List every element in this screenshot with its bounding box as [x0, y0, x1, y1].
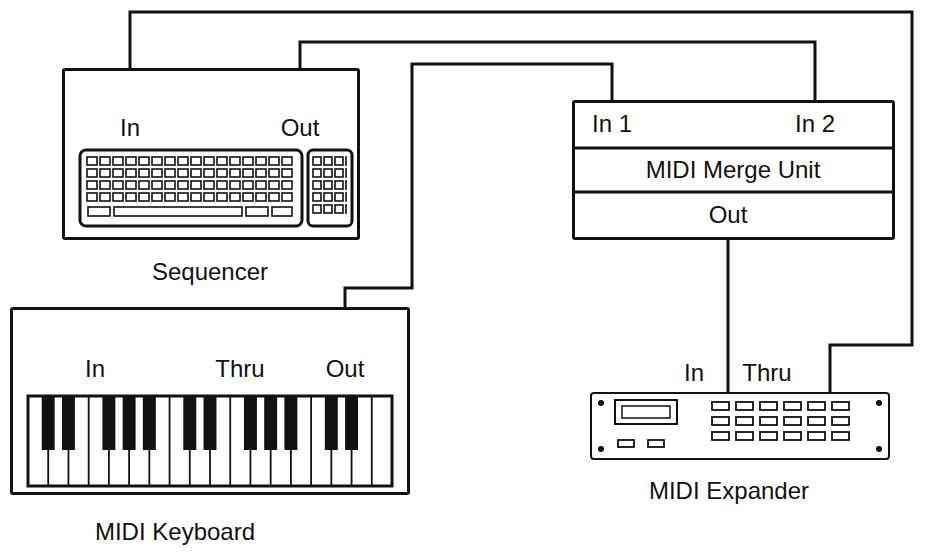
computer-keyboard [80, 150, 352, 226]
port-label: Out [326, 355, 365, 383]
sequencer-box: InOutSequencer [62, 68, 360, 240]
port-label: In [684, 359, 704, 387]
port-label: Thru [742, 359, 791, 387]
midi-cable [727, 240, 730, 392]
port-label: Out [281, 114, 320, 142]
keyboard-box: InThruOutMIDI Keyboard [10, 307, 410, 495]
band-divider [572, 147, 895, 150]
midi-cable [300, 42, 815, 100]
device-name: MIDI Expander [649, 477, 809, 505]
piano-keys [28, 396, 392, 486]
expander-panel [598, 400, 882, 452]
port-label: MIDI Merge Unit [646, 156, 821, 184]
port-label: In [120, 114, 140, 142]
port-label: In 1 [592, 110, 632, 138]
band-divider [572, 191, 895, 194]
expander-box: InThruMIDI Expander [590, 392, 890, 460]
port-label: In 2 [795, 110, 835, 138]
device-name: Out [709, 201, 748, 229]
port-label: Thru [215, 355, 264, 383]
device-name: Sequencer [152, 258, 268, 286]
merge-unit-box: In 1 In 2 MIDI Merge UnitOut [572, 100, 895, 240]
port-label: In [85, 355, 105, 383]
device-name: MIDI Keyboard [95, 518, 255, 546]
